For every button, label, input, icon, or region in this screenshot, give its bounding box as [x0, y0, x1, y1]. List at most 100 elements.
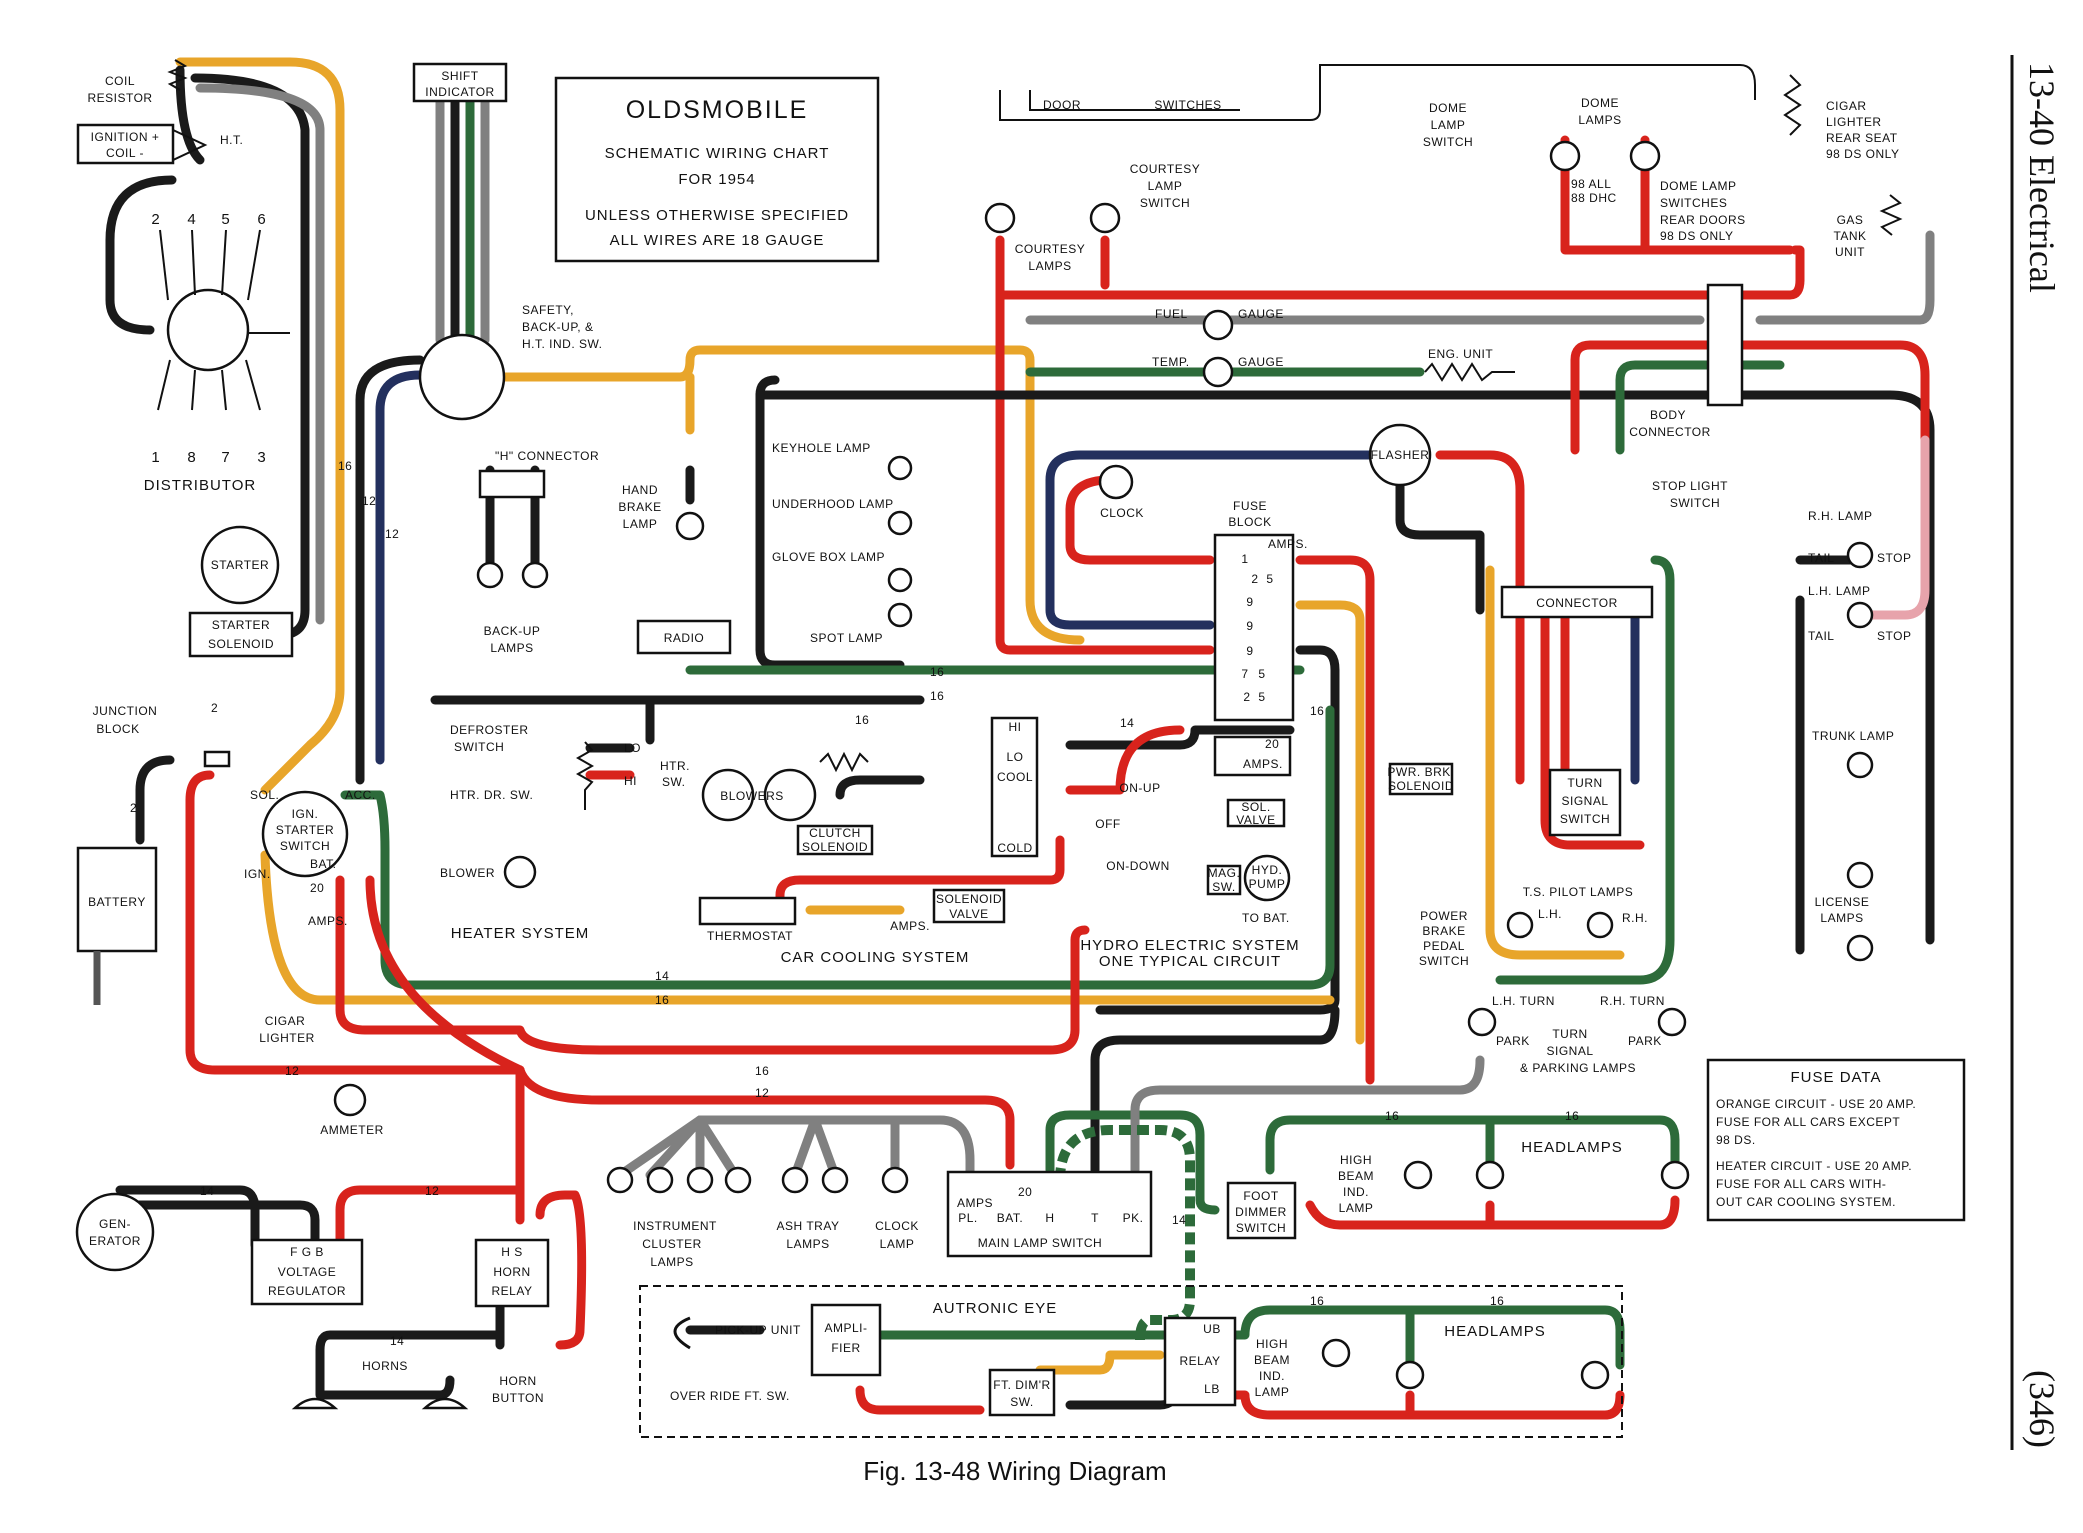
- on-down-label: ON-DOWN: [1106, 859, 1170, 873]
- safety-switch-label-3: H.T. IND. SW.: [522, 337, 603, 351]
- dome-lamps-label-1: DOME: [1581, 96, 1619, 110]
- mls-title: MAIN LAMP SWITCH: [978, 1236, 1102, 1250]
- ammeter: [333, 1083, 367, 1117]
- distributor-label: DISTRIBUTOR: [144, 477, 256, 494]
- wire-thin-door-2: [1029, 90, 1240, 111]
- gauge-16-j: 16: [1310, 1294, 1324, 1308]
- wire-red-reg: [335, 1185, 525, 1250]
- lh-stop-label: STOP: [1877, 629, 1911, 643]
- clock-label: CLOCK: [1100, 506, 1144, 520]
- bat-label: BAT.: [310, 857, 336, 871]
- fuse-data-orange-1: ORANGE CIRCUIT - USE 20 AMP.: [1716, 1097, 1916, 1111]
- blower-right: [763, 768, 817, 822]
- sol-label: SOL.: [250, 788, 279, 802]
- regulator-label-3: REGULATOR: [268, 1284, 346, 1298]
- power-brake-label-2: BRAKE: [1422, 924, 1465, 938]
- shift-indicator-box: [412, 62, 508, 103]
- cool-label: COOL: [997, 770, 1033, 784]
- ign-starter-switch: [261, 790, 349, 878]
- wire-red-fuse-right: [1295, 555, 1375, 1085]
- clock: [1098, 464, 1134, 500]
- cooling-lo-label: LO: [1006, 750, 1023, 764]
- blowers-label: BLOWERS: [720, 789, 784, 803]
- backup-lamps-label-2: LAMPS: [490, 641, 533, 655]
- heater-resistor: [575, 741, 595, 810]
- coil-resistor-label-1: COIL: [105, 74, 135, 88]
- wire-red-dome-conn: [1790, 245, 1805, 285]
- headlamp-right: [1660, 1160, 1690, 1190]
- ts-pilot-rh: [1586, 911, 1614, 939]
- fuse-amp-8: 5: [1258, 667, 1265, 681]
- stop-light-label-1: STOP LIGHT: [1652, 479, 1728, 493]
- fuse-amp-2: 2: [1251, 572, 1258, 586]
- cluster-lamp-2: [646, 1166, 674, 1194]
- fuel-gauge: [1202, 309, 1234, 341]
- power-brake-label-4: SWITCH: [1419, 954, 1469, 968]
- ash-tray-label-2: LAMPS: [786, 1237, 829, 1251]
- mls-pl: PL.: [958, 1211, 978, 1225]
- gauge-2-a: 2: [211, 701, 218, 715]
- wire-black-coil-resistor: [175, 65, 205, 165]
- ts-pilot-rh-label: R.H.: [1622, 911, 1648, 925]
- cigar-lighter-label-2: LIGHTER: [259, 1031, 315, 1045]
- license-lamp-1: [1846, 861, 1874, 889]
- wire-orange-dim-relay: [1035, 1350, 1165, 1375]
- pwr-brk-solenoid: [1388, 762, 1454, 796]
- ae-hb-lamp: [1321, 1338, 1351, 1368]
- gauge-14-c: 14: [200, 1184, 214, 1198]
- cooling-switch: [990, 716, 1039, 858]
- foot-dimmer-label-3: SWITCH: [1236, 1221, 1286, 1235]
- hb-ind-lamp: [1403, 1160, 1433, 1190]
- cigar-rear-label-2: LIGHTER: [1826, 115, 1882, 129]
- title-box: [554, 76, 880, 263]
- coil-resistor-symbol: [167, 59, 188, 91]
- pwr-brk-label-1: PWR. BRK.: [1387, 765, 1454, 779]
- ts-pilot-lh: [1506, 911, 1534, 939]
- lh-tail-label: TAIL: [1808, 629, 1834, 643]
- wire-black-horns: [315, 1330, 505, 1400]
- body-connector-label-2: CONNECTOR: [1629, 425, 1711, 439]
- ae-headlamp-right: [1580, 1360, 1610, 1390]
- switches-label: SWITCHES: [1154, 98, 1221, 112]
- headlamps-label: HEADLAMPS: [1521, 1139, 1623, 1156]
- ae-hb-label-1: HIGH: [1256, 1337, 1288, 1351]
- cluster-lamp-3: [686, 1166, 714, 1194]
- wire-black-dim-relay: [1065, 1385, 1180, 1410]
- trunk-lamp-label: TRUNK LAMP: [1812, 729, 1894, 743]
- main-lamp-group: INSTRUMENT CLUSTER LAMPS ASH TRAY LAMPS …: [606, 1166, 1153, 1269]
- fuse-data-heater-2: FUSE FOR ALL CARS WITH-: [1716, 1177, 1886, 1191]
- wire-red-headlamp-bottom: [1305, 1195, 1680, 1230]
- rh-park-label: PARK: [1628, 1034, 1662, 1048]
- starter-motor: [200, 525, 280, 605]
- cooling-resistor: [819, 751, 869, 773]
- autronic-eye-label: AUTRONIC EYE: [933, 1300, 1058, 1317]
- hand-brake-label-3: LAMP: [623, 517, 658, 531]
- hydro-fuse-amps: AMPS.: [1243, 757, 1283, 771]
- dome-switch-label-3: SWITCH: [1423, 135, 1473, 149]
- underhood-lamp-label: UNDERHOOD LAMP: [772, 497, 894, 511]
- turn-signal-group: TURN SIGNAL SWITCH T.S. PILOT LAMPS L.H.…: [1467, 768, 1687, 1075]
- wire-red-body-right: [1570, 340, 1930, 455]
- gauge-16-f: 16: [655, 993, 669, 1007]
- title-line3: UNLESS OTHERWISE SPECIFIED: [585, 207, 849, 224]
- ash-tray-label-1: ASH TRAY: [777, 1219, 840, 1233]
- dome-lamp-1: [1549, 140, 1581, 172]
- horn-relay-label-1: H S: [501, 1245, 523, 1259]
- ts-parking-label-1: TURN: [1552, 1027, 1587, 1041]
- ign-label: IGN.: [244, 867, 271, 881]
- courtesy-lamps-label-2: LAMPS: [1028, 259, 1071, 273]
- wire-red-dome: [1560, 135, 1795, 255]
- wire-red-clock: [1065, 475, 1215, 565]
- off-label: OFF: [1095, 817, 1121, 831]
- page-number: (346): [2022, 1370, 2062, 1448]
- ignition-coil-label-1: IGNITION +: [91, 130, 160, 144]
- top-lamp-group: DOOR SWITCHES COURTESY LAMP SWITCH COURT…: [984, 64, 1903, 273]
- ign-switch-group: IGN. STARTER SWITCH SOL. ACC. IGN. BAT. …: [244, 788, 383, 1137]
- dist-bottom-1: 1: [151, 449, 160, 466]
- ft-dimr-label-2: SW.: [1010, 1395, 1034, 1409]
- cluster-lamp-1: [606, 1166, 634, 1194]
- gauge-2-b: 2: [130, 801, 137, 815]
- gauge-numbers: 16 12 12 2 2 16 16 16 14 16 14 16 16 12 …: [130, 459, 1579, 1348]
- temp-label: TEMP.: [1152, 355, 1190, 369]
- dome-lamps-label-2: LAMPS: [1578, 113, 1621, 127]
